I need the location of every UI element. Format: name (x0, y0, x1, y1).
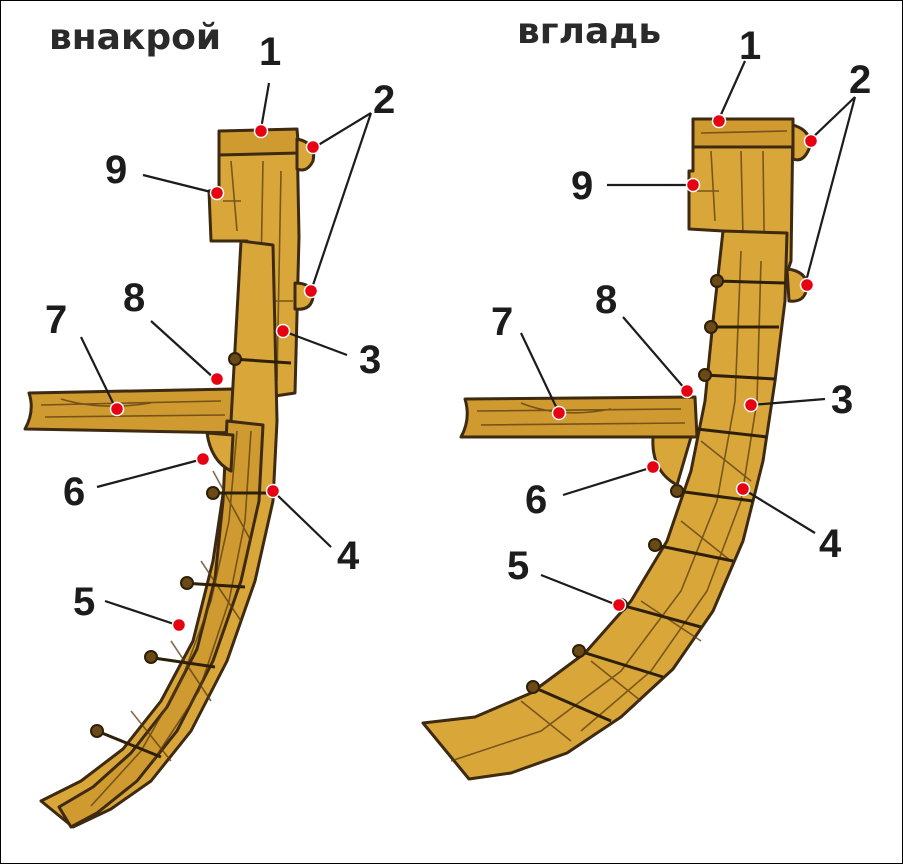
label-4-right: 4 (819, 522, 842, 566)
diagram-title-carvel: вгладь (517, 11, 661, 52)
label-9-left: 9 (105, 148, 127, 192)
label-7-right: 7 (491, 300, 513, 344)
label-5-left: 5 (73, 580, 95, 624)
label-2-right: 2 (849, 58, 871, 102)
diagram-lapstrake: внакрой (25, 17, 395, 827)
label-9-right: 9 (571, 164, 593, 208)
label-6-right: 6 (525, 478, 547, 522)
beam-7-right (461, 397, 697, 437)
label-8-left: 8 (123, 276, 145, 320)
label-4-left: 4 (337, 534, 360, 578)
label-1-left: 1 (259, 30, 281, 74)
beam-7-left (25, 389, 239, 433)
label-2-left: 2 (373, 78, 395, 122)
diagram-title-lapstrake: внакрой (49, 17, 221, 58)
label-8-right: 8 (595, 278, 617, 322)
label-1-right: 1 (739, 24, 761, 68)
label-5-right: 5 (507, 544, 529, 588)
diagram-carvel: вгладь (423, 11, 871, 779)
label-3-left: 3 (359, 338, 381, 382)
label-7-left: 7 (45, 298, 67, 342)
label-3-right: 3 (831, 378, 853, 422)
label-6-left: 6 (63, 470, 85, 514)
